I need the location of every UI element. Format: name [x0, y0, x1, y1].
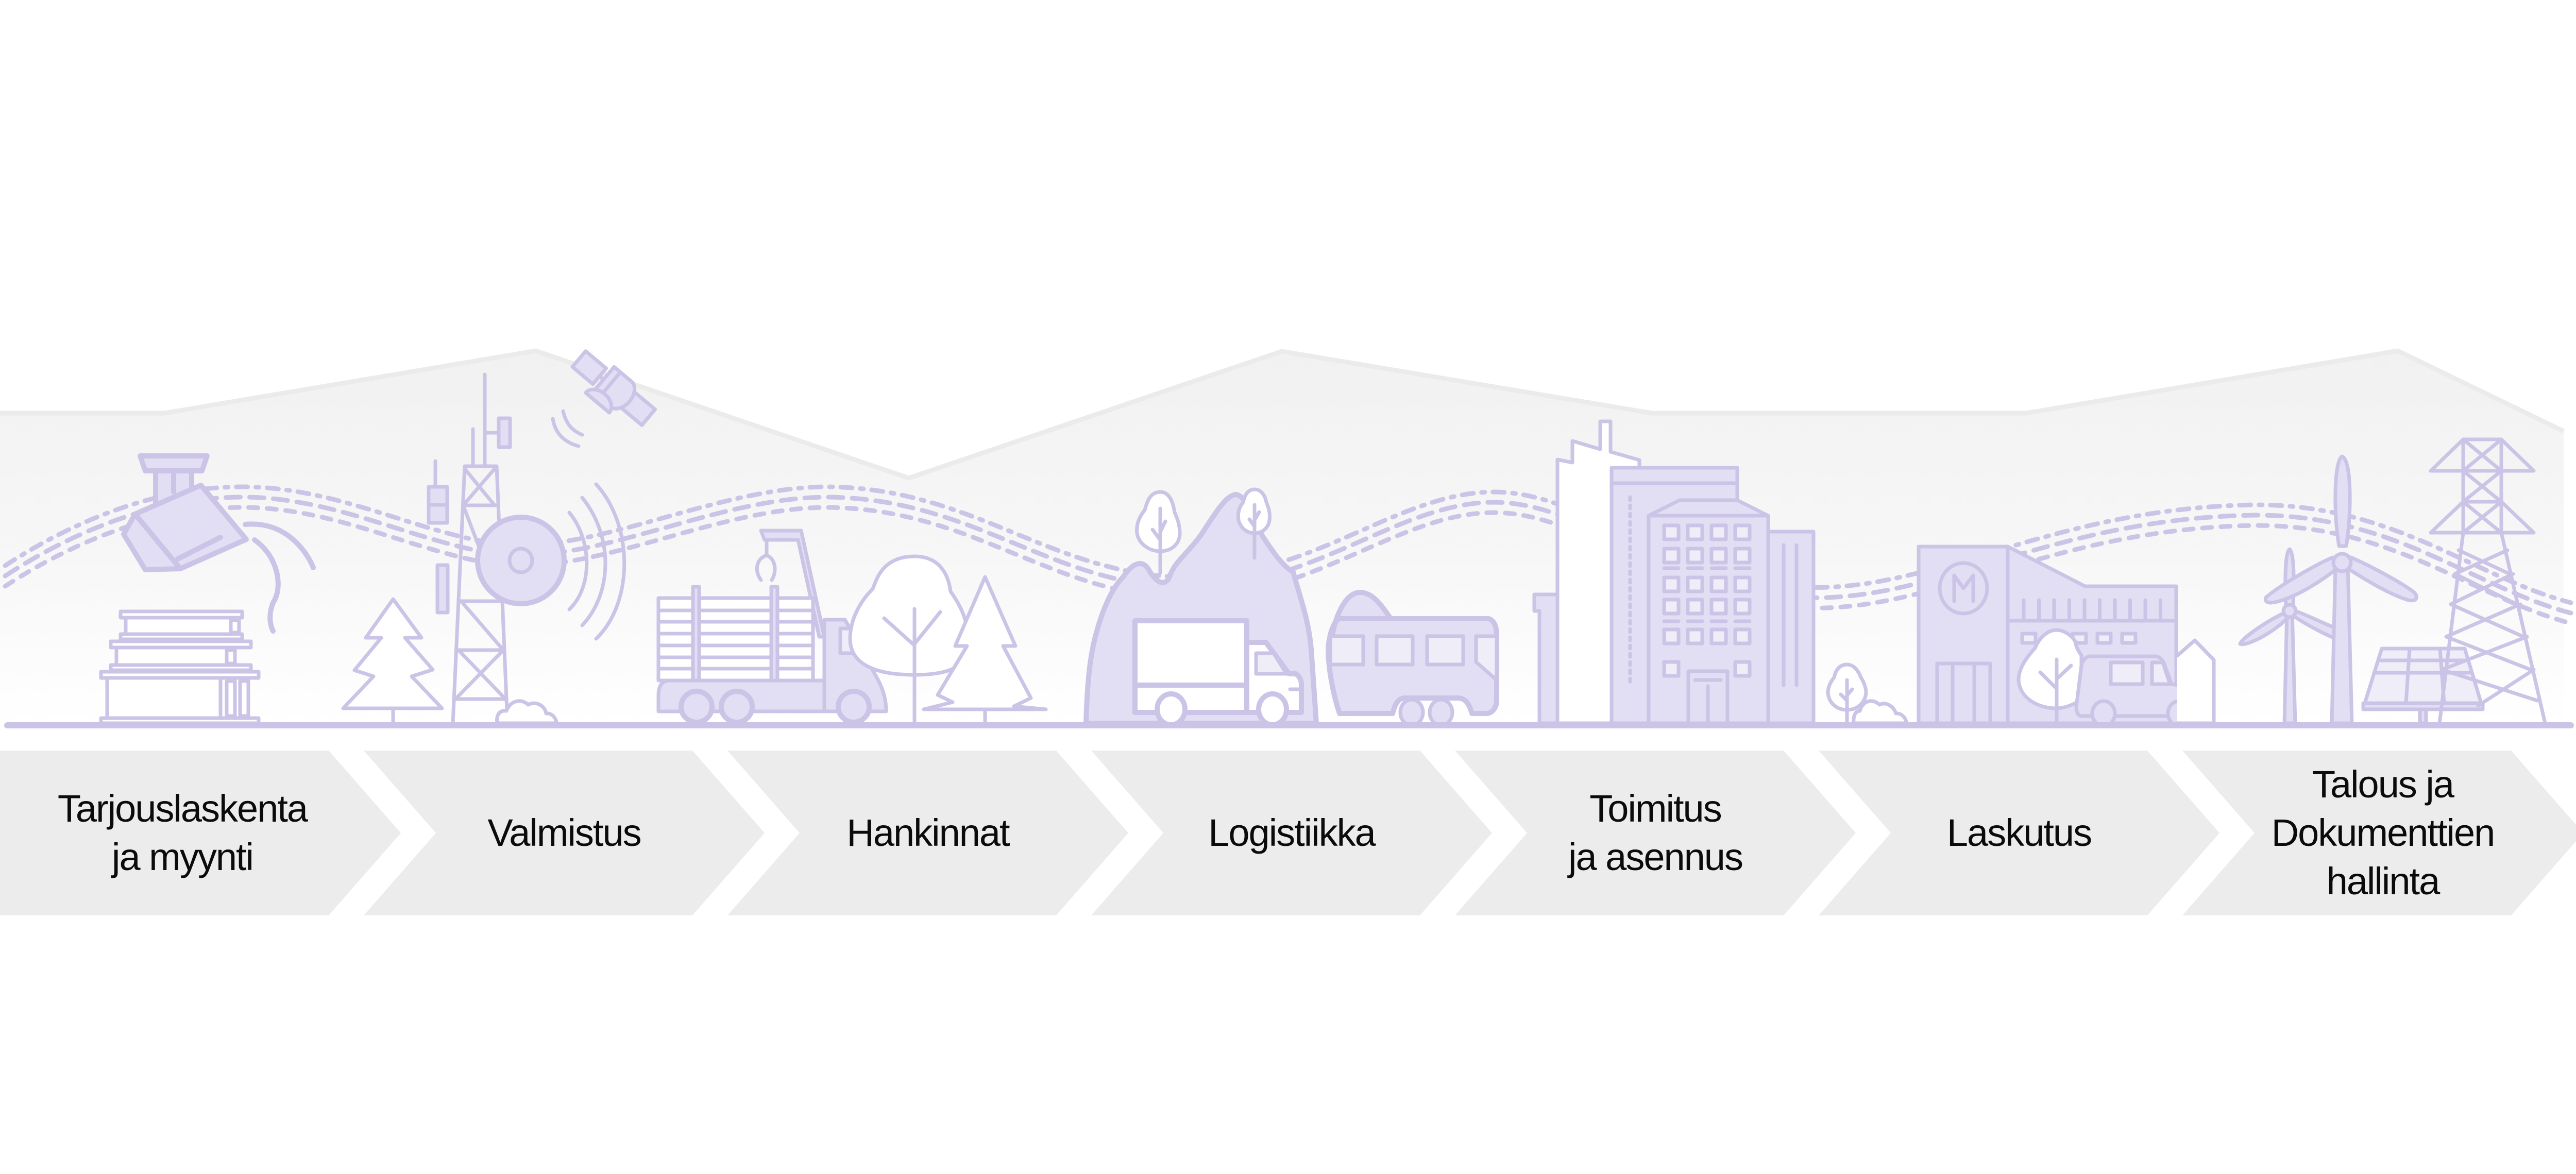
window	[1733, 547, 1752, 565]
window	[1686, 598, 1704, 616]
satellite-dish-icon	[475, 482, 626, 641]
window	[1709, 627, 1728, 645]
window	[1733, 660, 1752, 678]
telecom-tower-icon	[427, 372, 512, 725]
train-icon	[1326, 590, 1499, 727]
chevron-toimitus	[1455, 751, 1856, 915]
chevron-talous	[2182, 751, 2576, 915]
window	[1733, 523, 1752, 541]
pine-tree-icon	[922, 575, 1048, 725]
window	[2095, 632, 2113, 645]
radio-waves-icon	[551, 409, 584, 448]
bush-icon	[1852, 699, 1908, 725]
tree-icon	[1826, 662, 1868, 725]
window	[1662, 523, 1681, 541]
window	[1709, 547, 1728, 565]
window	[1662, 575, 1681, 593]
pine-tree-icon	[341, 597, 444, 725]
house-icon	[2175, 638, 2216, 725]
tree-icon	[1236, 487, 1272, 560]
steel-beams-icon	[99, 609, 261, 725]
window	[2020, 632, 2038, 645]
window	[1686, 547, 1704, 565]
window	[1733, 598, 1752, 616]
power-pylon-icon	[2429, 437, 2547, 725]
tree-icon	[2016, 628, 2083, 725]
satellite-icon	[570, 349, 657, 427]
window	[1662, 547, 1681, 565]
chevron-tarjouslaskenta	[0, 751, 401, 915]
window	[1662, 598, 1681, 616]
window	[2120, 632, 2138, 645]
window	[1709, 598, 1728, 616]
bush-icon	[495, 699, 558, 725]
step-label-toimitus: Toimitus ja asennus	[1568, 787, 1743, 878]
chevron-logistiikka	[1091, 751, 1492, 915]
step-label-talous: Talous ja Dokumenttien hallinta	[2271, 763, 2496, 903]
solar-panel-icon	[2361, 646, 2485, 725]
van-icon	[2074, 654, 2209, 728]
window	[1686, 523, 1704, 541]
process-chevrons	[0, 751, 2576, 915]
window	[1733, 575, 1752, 593]
window	[1686, 627, 1704, 645]
chevron-hankinnat	[727, 751, 1128, 915]
window	[1662, 660, 1681, 678]
window	[1662, 627, 1681, 645]
window	[1733, 627, 1752, 645]
window	[1709, 523, 1728, 541]
surveillance-camera-icon	[121, 453, 316, 634]
chevron-valmistus	[364, 751, 765, 915]
deciduous-tree-icon	[848, 554, 971, 725]
step-label-logistiikka: Logistiikka	[1208, 811, 1376, 854]
tree-icon	[1135, 490, 1182, 575]
window	[1709, 575, 1728, 593]
window	[1686, 575, 1704, 593]
step-label-laskutus: Laskutus	[1946, 811, 2092, 854]
step-label-hankinnat: Hankinnat	[846, 811, 1010, 854]
chevron-laskutus	[1819, 751, 2219, 915]
step-label-tarjouslaskenta: Tarjouslaskenta ja myynti	[57, 787, 308, 878]
step-label-valmistus: Valmistus	[487, 811, 641, 854]
